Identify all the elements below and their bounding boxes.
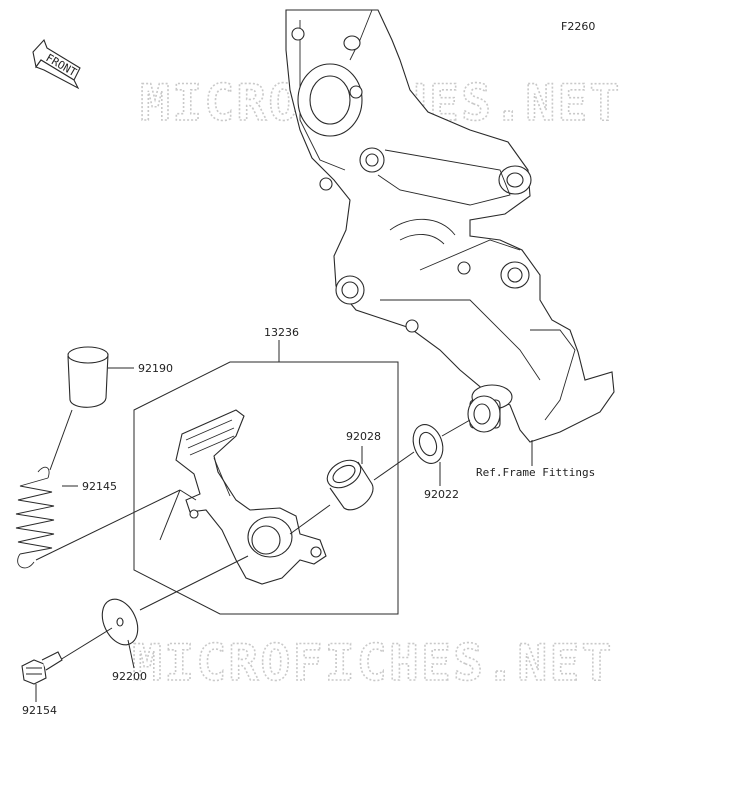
label-92022: 92022 [424,488,459,501]
label-92200: 92200 [112,670,147,683]
spring-92145 [15,466,55,569]
label-92190: 92190 [138,362,173,375]
washer-92200 [101,598,139,646]
bushing-92028 [326,459,374,511]
figure-code: F2260 [561,20,595,33]
watermark-bottom: MICROFICHES.NET [132,634,614,692]
label-13236: 13236 [264,326,299,339]
assembly-outline [133,361,399,615]
washer-92022 [412,424,444,464]
bolt-92154 [21,651,63,685]
frame-bracket [285,9,615,443]
brake-pedal [175,409,327,585]
front-arrow-icon: FRONT [32,38,81,90]
ref-frame-fittings-note: Ref.Frame Fittings [476,466,595,479]
collar-92190 [67,346,109,408]
label-92028: 92028 [346,430,381,443]
label-92145: 92145 [82,480,117,493]
label-92154: 92154 [22,704,57,717]
